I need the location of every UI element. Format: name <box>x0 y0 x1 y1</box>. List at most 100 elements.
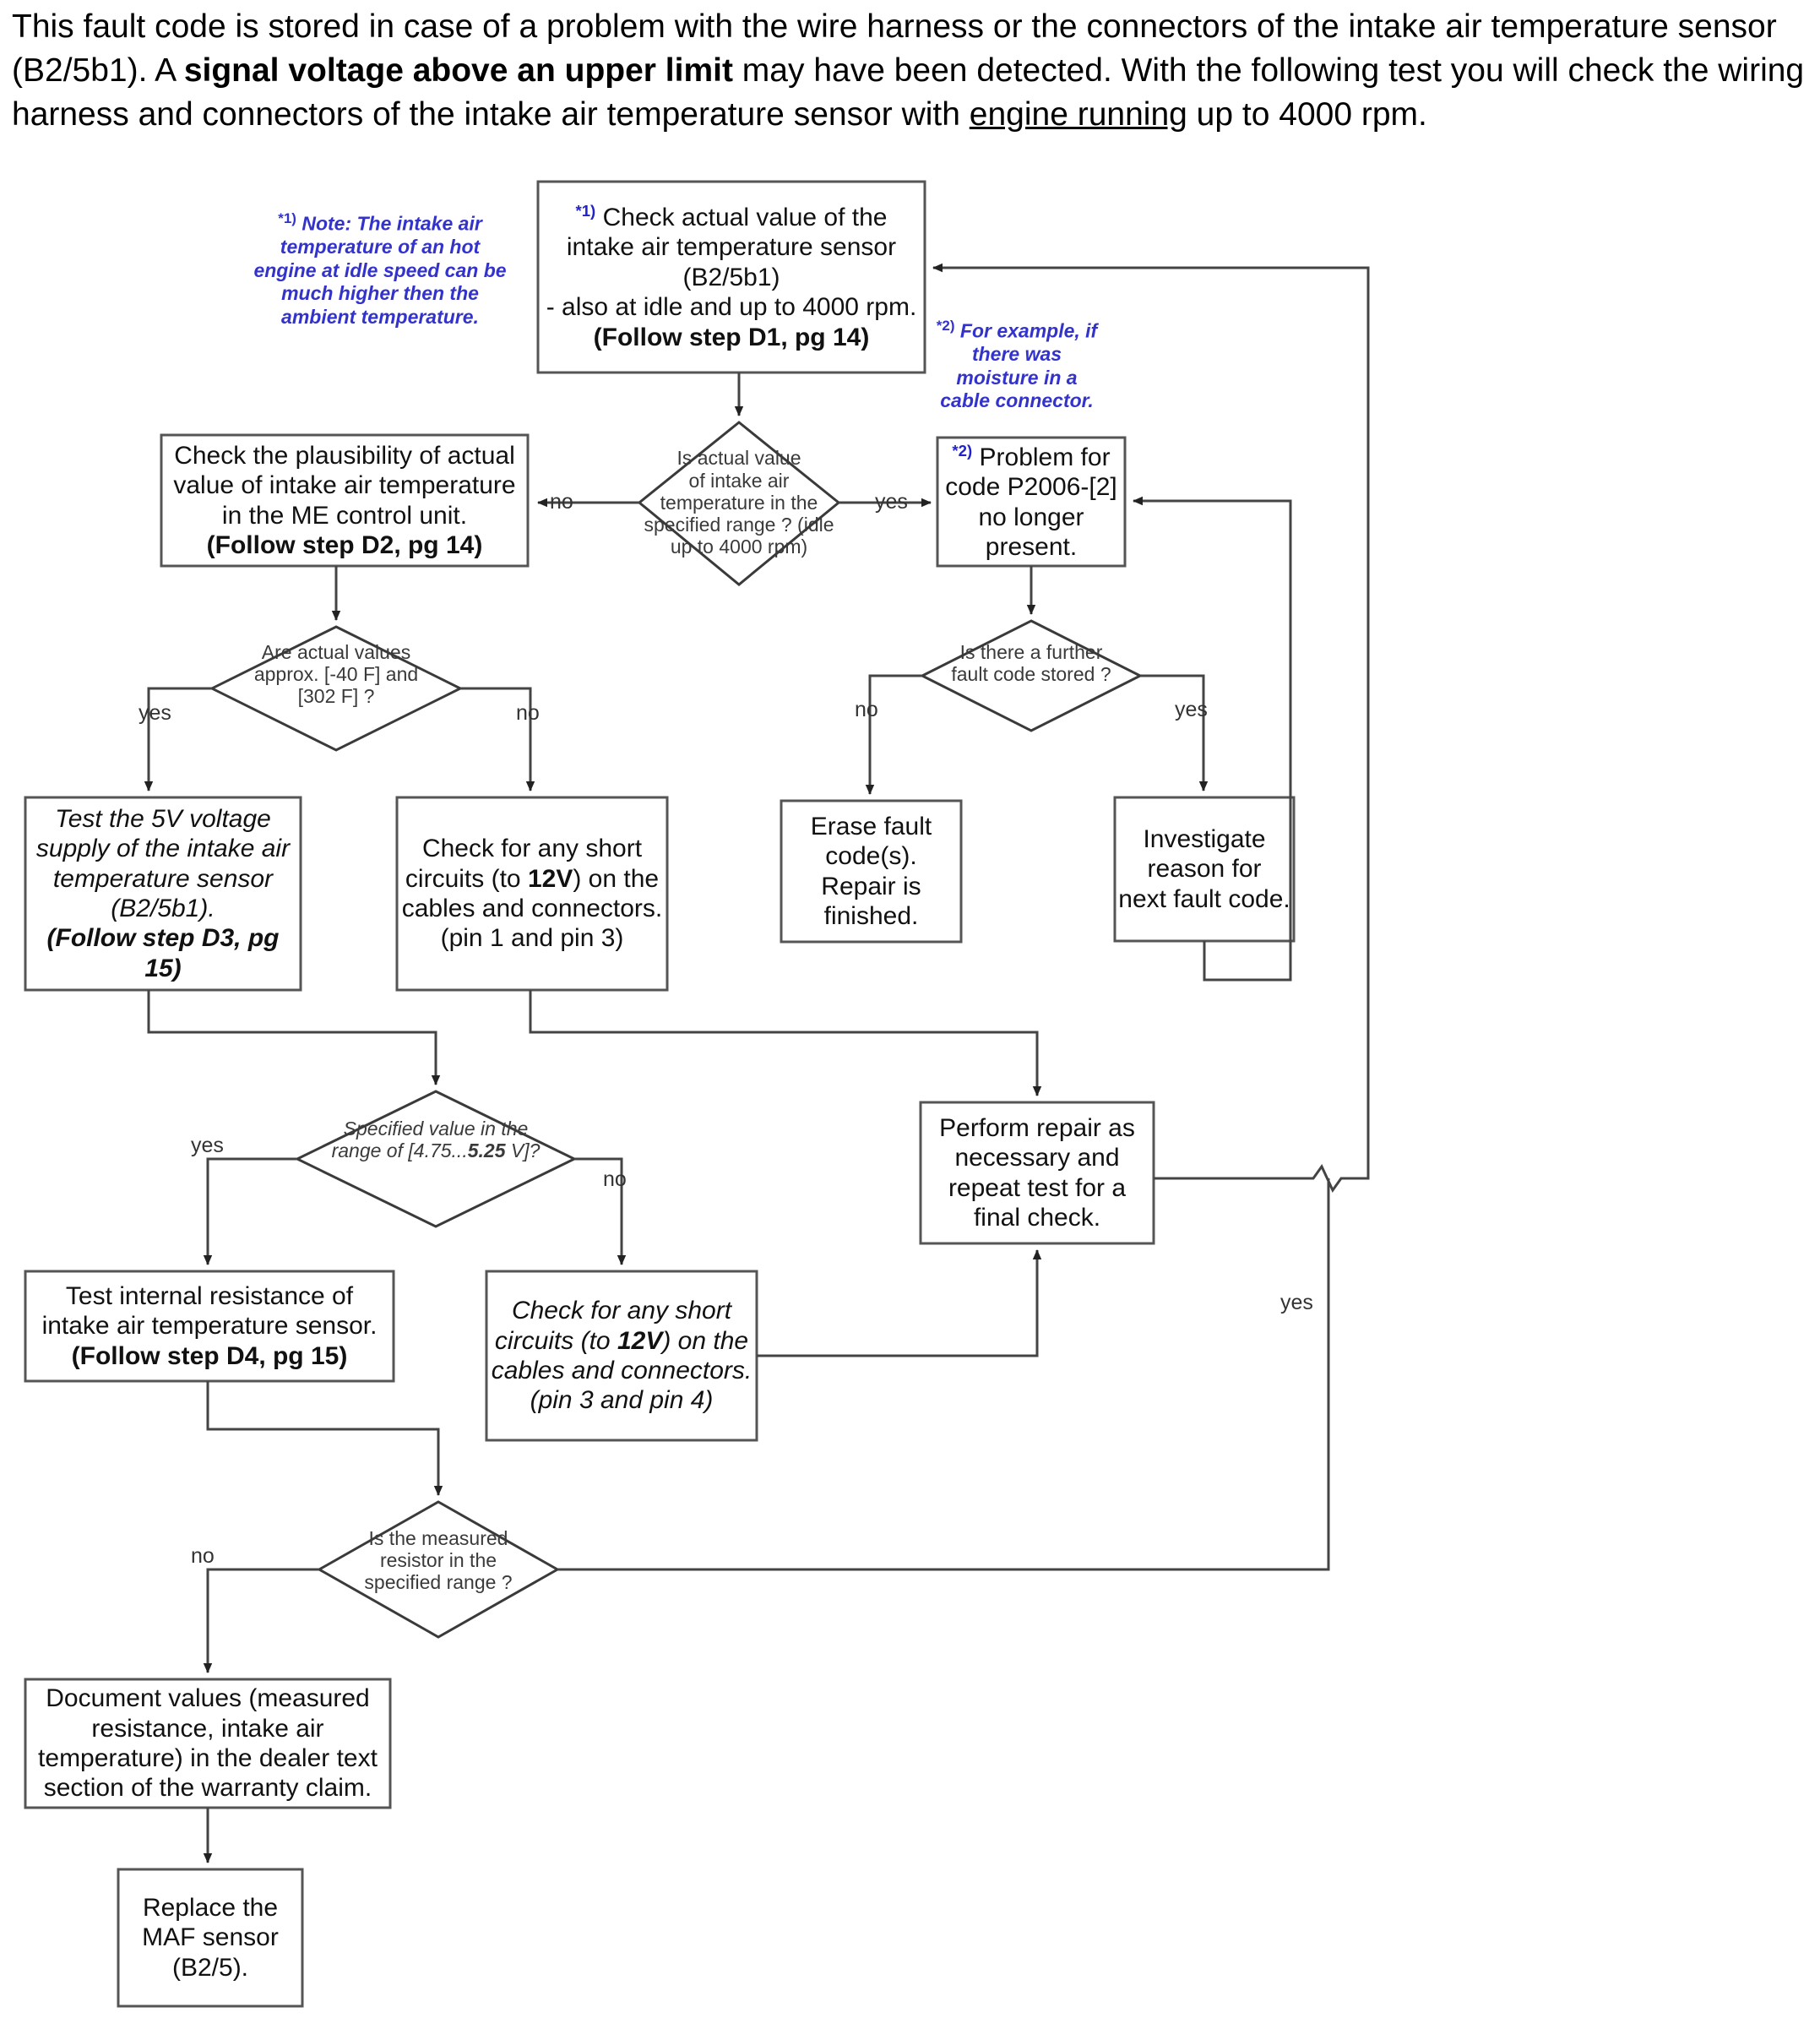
node-short-pin1-3: Check for any short circuits (to 12V) on… <box>400 801 664 987</box>
short-pin3-4-line4: (pin 3 and pin 4) <box>530 1386 714 1415</box>
shape-problem-p2006 <box>936 436 1127 568</box>
check-actual-value-line1: Check actual value of the <box>602 204 888 232</box>
shape-decision-actual-value-range <box>637 421 841 586</box>
intro-paragraph: This fault code is stored in case of a p… <box>12 5 1811 137</box>
node-short-pin3-4: Check for any short circuits (to 12V) on… <box>490 1275 753 1437</box>
problem-p2006-line1: Problem for <box>979 443 1111 471</box>
test-resistance-line2: intake air temperature sensor. <box>41 1312 378 1341</box>
decision1-line2: of intake air <box>688 469 790 492</box>
shape-decision-further-fault <box>919 619 1144 732</box>
intro-text-part2: may have been detected. With the followi… <box>12 52 1805 133</box>
test-5v-line4: (B2/5b1). <box>111 895 215 922</box>
erase-fault-line3: Repair is <box>821 872 921 900</box>
decision-actual-value-range: Is actual value of intake air temperatur… <box>625 431 853 574</box>
shape-check-actual-value <box>536 180 926 374</box>
decision2-line3: [302 F] ? <box>297 685 375 708</box>
decision1-line5: up to 4000 rpm) <box>670 536 808 558</box>
short-pin1-3-line3: cables and connectors. <box>401 895 663 922</box>
edge-shortpin13-to-repair <box>529 990 1042 1096</box>
erase-fault-line4: finished. <box>823 901 919 930</box>
edge-label-no-4: no <box>603 1167 627 1191</box>
edge-investigate-to-p2006-loop <box>1133 496 1292 982</box>
short-pin1-3-line2c: ) on the <box>573 864 660 893</box>
shape-decision-approx-values <box>209 625 464 752</box>
erase-fault-line2: code(s). <box>825 842 917 871</box>
investigate-line1: Investigate <box>1143 824 1266 853</box>
perform-repair-line4: final check. <box>973 1203 1101 1232</box>
edge-label-yes-2: yes <box>139 701 171 725</box>
shape-document-values <box>24 1678 392 1809</box>
test-5v-line5: (Follow step D3, pg <box>46 924 280 953</box>
edge-label-no-2: no <box>516 701 540 725</box>
shape-decision-measured-resistor <box>316 1500 561 1639</box>
node-erase-fault: Erase fault code(s). Repair is finished. <box>785 804 958 938</box>
replace-maf-line2: MAF sensor <box>142 1923 279 1952</box>
node-test-resistance: Test internal resistance of intake air t… <box>29 1275 390 1378</box>
note-1-marker: *1) <box>278 210 296 226</box>
short-pin1-3-line1: Check for any short <box>421 835 643 863</box>
decision4-line1: Specified value in the <box>343 1117 529 1140</box>
problem-p2006-line3: no longer <box>978 503 1084 531</box>
document-values-line1: Document values (measured <box>46 1684 370 1713</box>
edge-label-no-1: no <box>550 490 573 514</box>
node-problem-p2006: *2) Problem for code P2006-[2] no longer… <box>941 441 1122 563</box>
document-values-line4: section of the warranty claim. <box>43 1774 372 1803</box>
edge-label-yes-1: yes <box>875 490 908 514</box>
problem-p2006-marker: *2) <box>952 441 973 460</box>
decision-measured-resistor: Is the measured resistor in the specifie… <box>323 1510 554 1610</box>
short-pin3-4-line2b: 12V <box>617 1326 663 1355</box>
edge-decision3-yes <box>1140 674 1209 791</box>
decision5-line2: resistor in the <box>379 1548 497 1571</box>
decision1-line4: specified range ? (idle <box>644 514 834 536</box>
note-1-text: Note: The intake air temperature of an h… <box>253 212 507 329</box>
test-5v-line3: temperature sensor <box>52 864 274 893</box>
decision5-line3: specified range ? <box>364 1571 513 1594</box>
short-pin3-4-line2a: circuits (to <box>494 1326 617 1355</box>
decision3-line1: Is there a further <box>959 640 1103 663</box>
decision1-line1: Is actual value <box>676 447 801 470</box>
edge-decision4-no <box>574 1157 627 1265</box>
shape-erase-fault <box>780 799 963 944</box>
decision-specified-value: Specified value in the range of [4.75...… <box>301 1102 571 1177</box>
intro-underlined-phrase: engine running <box>969 95 1187 133</box>
decision4-line2c: V]? <box>505 1140 541 1161</box>
short-pin3-4-line2c: ) on the <box>662 1326 749 1355</box>
edge-decision5-yes-loop <box>557 1178 1330 1571</box>
edge-decision5-no <box>203 1568 319 1673</box>
edge-label-yes-3: yes <box>1175 698 1208 721</box>
replace-maf-line3: (B2/5). <box>171 1953 249 1982</box>
test-5v-line1: Test the 5V voltage <box>55 804 271 833</box>
shape-test-5v <box>24 796 302 992</box>
note-2-text: For example, if there was moisture in a … <box>940 319 1098 412</box>
node-check-actual-value: *1) Check actual value of the intake air… <box>541 185 921 369</box>
plausibility-line1: Check the plausibility of actual <box>174 441 515 470</box>
plausibility-line3: in the ME control unit. <box>221 501 468 530</box>
decision-further-fault: Is there a further fault code stored ? <box>924 627 1138 699</box>
check-actual-value-line4: - also at idle and up to 4000 rpm. <box>546 293 917 322</box>
document-values-line2: resistance, intake air <box>91 1714 324 1743</box>
shape-decision-specified-value <box>294 1090 578 1228</box>
note-1: *1) Note: The intake air temperature of … <box>253 210 507 329</box>
investigate-line2: reason for <box>1147 855 1262 884</box>
edge-label-no-5: no <box>191 1544 215 1568</box>
erase-fault-line1: Erase fault <box>810 812 932 840</box>
node-investigate: Investigate reason for next fault code. <box>1118 801 1290 938</box>
edge-decision2-yes <box>144 687 212 791</box>
document-values-line3: temperature) in the dealer text <box>38 1744 378 1772</box>
node-document-values: Document values (measured resistance, in… <box>29 1683 387 1804</box>
short-pin1-3-line4: (pin 1 and pin 3) <box>440 924 624 953</box>
edge-decision2-no <box>460 687 535 791</box>
edge-label-yes-loop: yes <box>1280 1291 1313 1314</box>
decision-approx-values: Are actual values approx. [-40 F] and [3… <box>214 627 459 721</box>
investigate-line3: next fault code. <box>1118 884 1290 913</box>
edge-repair-to-top-loop <box>932 263 1370 1193</box>
test-resistance-line1: Test internal resistance of <box>65 1281 354 1310</box>
decision1-line3: temperature in the <box>660 491 818 514</box>
test-5v-line6: 15) <box>144 954 182 982</box>
edge-decision4-yes <box>203 1157 297 1265</box>
problem-p2006-line2: code P2006-[2] <box>945 473 1117 502</box>
decision2-line1: Are actual values <box>261 640 411 663</box>
shape-plausibility <box>160 433 530 568</box>
